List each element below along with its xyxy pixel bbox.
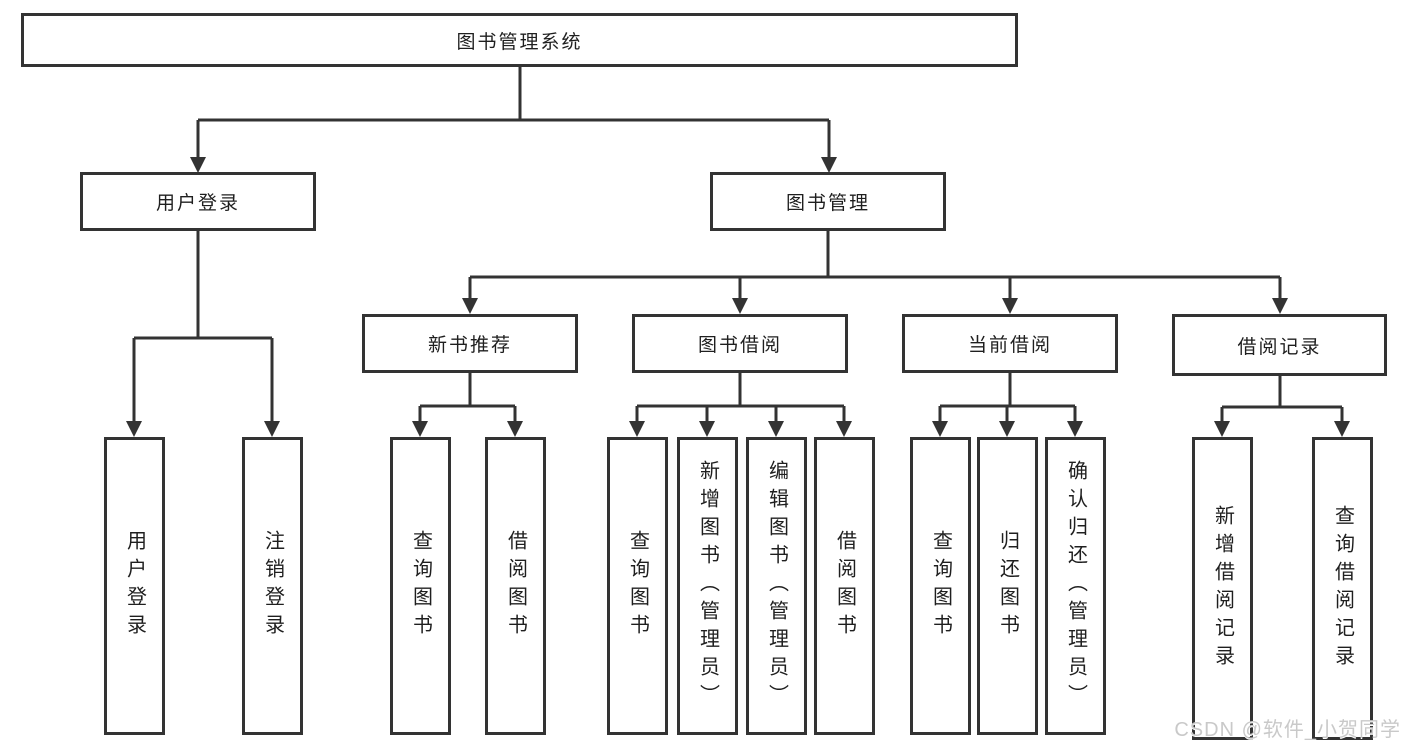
node-user-login: 用户登录 <box>80 172 316 231</box>
arrowhead <box>999 421 1015 437</box>
connector-new-book-to-leaves <box>418 373 517 423</box>
node-leaf-query-books-3: 查询图书 <box>910 437 971 735</box>
csdn-watermark: CSDN @软件_小贺同学 <box>1174 719 1401 741</box>
node-leaf-logout: 注销登录 <box>242 437 303 735</box>
arrowhead <box>126 421 142 437</box>
node-leaf-query-books: 查询图书 <box>390 437 451 735</box>
node-leaf-borrow-books-2: 借阅图书 <box>814 437 875 735</box>
node-leaf-query-borrow-record: 查询借阅记录 <box>1312 437 1373 740</box>
node-borrow-record: 借阅记录 <box>1172 314 1387 376</box>
node-current-borrow: 当前借阅 <box>902 314 1118 373</box>
arrowhead <box>462 298 478 314</box>
node-leaf-add-borrow-record: 新增借阅记录 <box>1192 437 1253 740</box>
arrowhead <box>821 157 837 173</box>
arrowhead <box>1272 298 1288 314</box>
node-new-book-recommend: 新书推荐 <box>362 314 578 373</box>
node-leaf-add-book-admin: 新增图书（管理员） <box>677 437 738 735</box>
arrowhead <box>1067 421 1083 437</box>
arrowhead <box>507 421 523 437</box>
arrowhead <box>699 421 715 437</box>
node-leaf-user-login: 用户登录 <box>104 437 165 735</box>
node-book-borrow: 图书借阅 <box>632 314 848 373</box>
arrowhead <box>932 421 948 437</box>
arrowhead <box>1002 298 1018 314</box>
connector-current-borrow-to-leaves <box>938 373 1077 423</box>
arrowhead <box>732 298 748 314</box>
arrowhead <box>836 421 852 437</box>
node-leaf-borrow-books: 借阅图书 <box>485 437 546 735</box>
node-book-management: 图书管理 <box>710 172 946 231</box>
node-leaf-confirm-return-admin: 确认归还（管理员） <box>1045 437 1106 735</box>
arrowhead <box>264 421 280 437</box>
arrowhead <box>1334 421 1350 437</box>
connector-book-mgmt-to-level3 <box>468 231 1282 300</box>
node-leaf-return-book: 归还图书 <box>977 437 1038 735</box>
connector-user-login-to-leaves <box>132 231 274 423</box>
arrowhead <box>1214 421 1230 437</box>
node-root: 图书管理系统 <box>21 13 1018 67</box>
arrowhead <box>768 421 784 437</box>
arrowhead <box>190 157 206 173</box>
connector-root-to-level2 <box>196 67 831 159</box>
connector-borrow-record-to-leaves <box>1220 376 1344 423</box>
node-leaf-query-books-2: 查询图书 <box>607 437 668 735</box>
connector-book-borrow-to-leaves <box>635 373 846 423</box>
node-leaf-edit-book-admin: 编辑图书（管理员） <box>746 437 807 735</box>
arrowhead <box>629 421 645 437</box>
arrowhead <box>412 421 428 437</box>
